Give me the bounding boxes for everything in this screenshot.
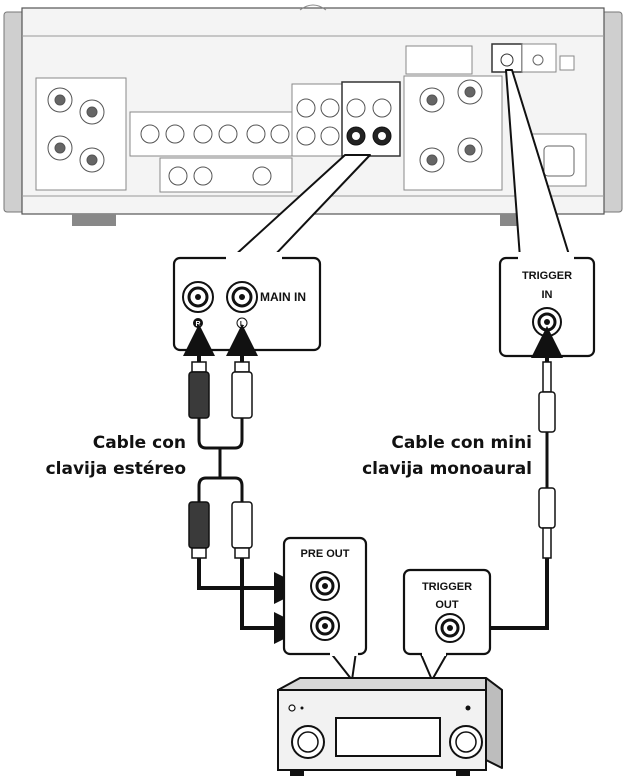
mini-plug-lower xyxy=(538,487,556,559)
stereo-cable-caption-line2: clavija estéreo xyxy=(46,459,186,479)
mono-cable-caption-line1: Cable con mini xyxy=(391,433,532,453)
mini-plug-upper xyxy=(538,361,556,433)
pre-out-l-jack xyxy=(310,611,340,641)
mono-mini-plug-cable xyxy=(454,326,563,644)
trigger-in-label-line2: IN xyxy=(542,289,553,301)
trigger-out-callout: TRIGGER OUT xyxy=(402,568,492,681)
av-receiver xyxy=(277,677,503,776)
pre-out-label: PRE OUT xyxy=(301,548,350,560)
stereo-rca-cable xyxy=(183,324,306,644)
main-in-jacks-small-icon xyxy=(346,98,392,146)
pre-out-callout: PRE OUT xyxy=(282,536,368,681)
rca-input-jacks-icon xyxy=(140,124,290,144)
rca-plug-white-lower xyxy=(231,501,253,559)
receiver-display xyxy=(335,717,441,757)
rca-plug-red-lower xyxy=(188,501,210,559)
mono-cable-caption-line2: clavija monoaural xyxy=(362,459,532,479)
receiver-volume-knob xyxy=(449,725,483,759)
jack-l-label: L xyxy=(240,321,245,328)
rca-plug-red-upper xyxy=(188,361,210,419)
receiver-left-knob xyxy=(291,725,325,759)
trigger-in-label-line1: TRIGGER xyxy=(522,270,572,282)
pre-out-r-jack xyxy=(310,571,340,601)
trigger-in-callout: TRIGGER IN xyxy=(498,69,596,358)
main-in-label: MAIN IN xyxy=(260,290,306,304)
main-in-r-jack xyxy=(182,281,214,313)
trigger-out-label-line1: TRIGGER xyxy=(422,581,472,593)
rca-plug-white-upper xyxy=(231,361,253,419)
trigger-out-jack xyxy=(435,613,465,643)
trigger-out-label-line2: OUT xyxy=(435,599,459,611)
amplifier-rear-panel xyxy=(3,4,623,226)
trigger-in-jack xyxy=(532,307,562,337)
main-in-l-jack xyxy=(226,281,258,313)
stereo-cable-caption-line1: Cable con xyxy=(93,433,186,453)
jack-r-label: R xyxy=(195,321,200,328)
speaker-terminal-icon xyxy=(47,87,105,173)
